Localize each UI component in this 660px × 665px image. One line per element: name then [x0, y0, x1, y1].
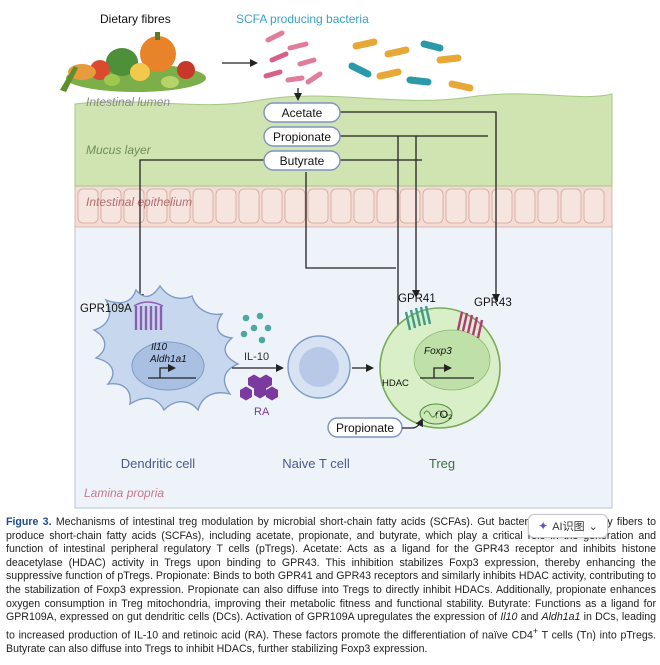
chevron-down-icon: ⌄	[588, 520, 598, 533]
treg-label: Treg	[429, 456, 455, 471]
figure-caption: Figure 3. Mechanisms of intestinal treg …	[6, 516, 656, 656]
gpr43-receptor	[456, 311, 484, 339]
caption-superscript: +	[532, 625, 539, 636]
intestinal-epithelium-label: Intestinal epithelium	[86, 195, 192, 209]
propionate-to-mito-arrow	[402, 418, 423, 429]
ai-chip-label: AI识图	[552, 521, 585, 533]
scfa-bacteria-label: SCFA producing bacteria	[236, 12, 369, 26]
mitochondrion-cristae	[423, 410, 449, 418]
caption-text-1: Mechanisms of intestinal treg modulation…	[6, 516, 656, 624]
butyrate-pill	[263, 150, 341, 171]
gpr109a-receptor	[133, 301, 164, 330]
caption-il10: Il10	[500, 611, 518, 624]
mucus-layer-label: Mucus layer	[86, 143, 152, 157]
dietary-fibres-label: Dietary fibres	[100, 12, 171, 26]
gpr43-label: GPR43	[474, 297, 512, 309]
o2-label: ↑O₂	[434, 409, 452, 421]
aldh1a1-gene-label: Aldh1a1	[149, 354, 187, 365]
caption-text-3: T cells (Tn) into pTregs. Butyrate can a…	[6, 629, 656, 655]
ra-label: RA	[254, 406, 270, 418]
dendritic-cell-label: Dendritic cell	[121, 456, 196, 471]
dc-gene-promoter	[148, 368, 196, 379]
propionate-label: Propionate	[273, 130, 331, 144]
treg-nucleus	[413, 329, 491, 391]
ra-molecules	[240, 374, 278, 401]
acetate-label: Acetate	[282, 106, 323, 120]
butyrate-label: Butyrate	[280, 154, 325, 168]
figure-number: Figure 3.	[6, 516, 52, 528]
propionate-pill	[263, 126, 341, 147]
mucus-layer	[74, 93, 613, 187]
il10-particles	[240, 312, 272, 344]
gpr41-label: GPR41	[398, 293, 436, 305]
gpr109a-label: GPR109A	[80, 303, 132, 315]
foxp3-promoter	[420, 368, 474, 379]
hdac-label: HDAC	[382, 378, 409, 389]
propionate-inner-label: Propionate	[336, 421, 394, 435]
scfa-treg-figure: Dietary fibres SCFA producing bacteria I…	[60, 12, 613, 509]
epithelial-cells	[77, 188, 605, 224]
caption-aldh1a1: Aldh1a1	[541, 611, 581, 624]
gpr41-receptor	[404, 305, 432, 331]
lamina-propria-label: Lamina propria	[84, 486, 164, 500]
intestinal-lumen-label: Intestinal lumen	[86, 95, 170, 109]
il10-gene-label: Il10	[151, 342, 168, 353]
sparkle-icon: ✦	[538, 519, 549, 533]
foxp3-label: Foxp3	[424, 346, 452, 357]
naive-t-cell-nucleus	[299, 347, 339, 387]
bacteria-cluster	[263, 30, 474, 92]
dietary-fibres-illustration	[60, 32, 206, 92]
il10-cytokine-label: IL-10	[244, 351, 269, 363]
ai-recognize-chip[interactable]: ✦ AI识图 ⌄	[528, 514, 608, 538]
caption-and: and	[517, 611, 542, 624]
caption-text-2: in DCs, leading to increased production …	[6, 611, 657, 642]
acetate-pill	[263, 102, 341, 123]
naive-t-cell-label: Naive T cell	[282, 456, 350, 471]
dendritic-cell-nucleus	[131, 341, 205, 391]
